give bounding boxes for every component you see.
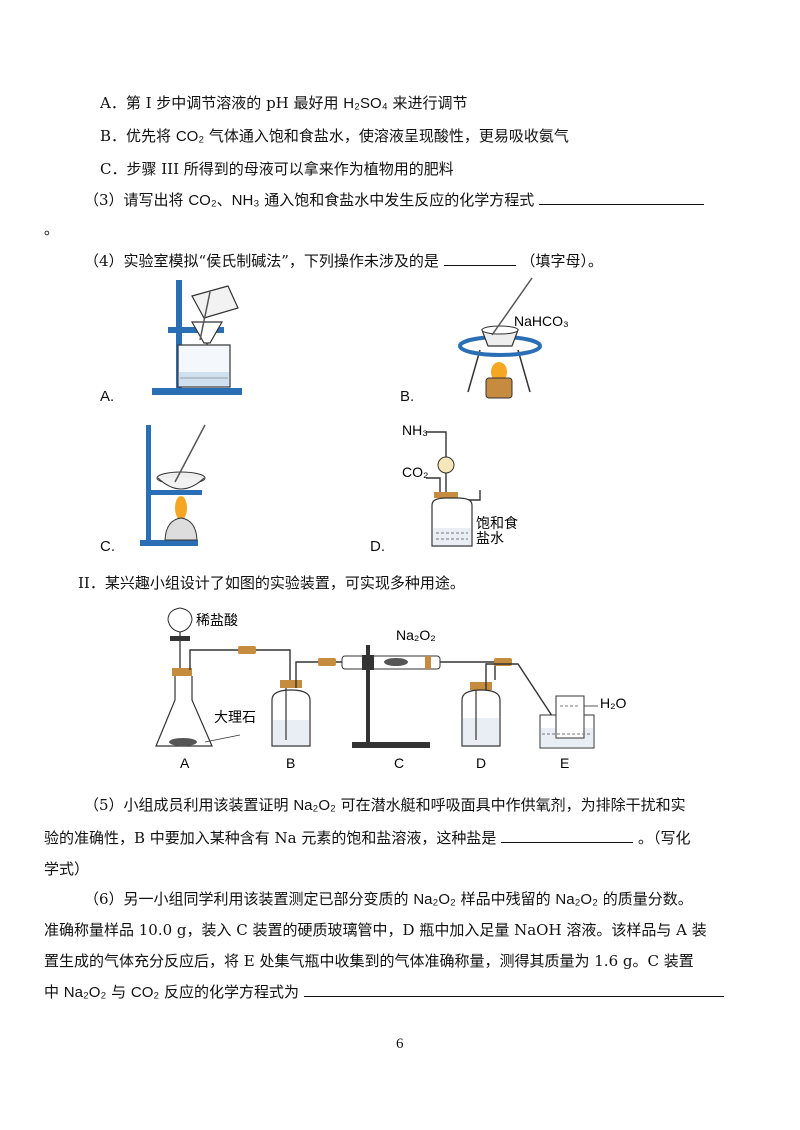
fig-label-c: C. — [100, 538, 115, 555]
option-a-formula: H₂SO₄ — [343, 95, 388, 112]
apparatus-c — [341, 645, 512, 748]
q6-formula-1: Na₂O₂ — [413, 891, 456, 908]
option-b-formula: CO₂ — [175, 128, 205, 145]
q5-text: （5）小组成员利用该装置证明 — [84, 796, 289, 814]
question-5-line-3: 学式） — [44, 860, 90, 878]
experiment-apparatus: 稀盐酸 大理石 Na₂O₂ H₂O A B C D E — [155, 607, 627, 771]
acid-label: 稀盐酸 — [196, 613, 238, 629]
q3-text-end: 通入饱和食盐水中发生反应的化学方程式 — [264, 191, 535, 209]
figure-a-filtration — [152, 280, 242, 395]
marble-label: 大理石 — [214, 710, 256, 726]
option-a-text-end: 来进行调节 — [392, 94, 468, 112]
water-label: H₂O — [600, 695, 627, 711]
question-6-line-1: （6）另一小组同学利用该装置测定已部分变质的 Na₂O₂ 样品中残留的 Na₂O… — [84, 888, 693, 911]
q3-tail: 。 — [44, 220, 60, 238]
option-c-text: C．步骤 III 所得到的母液可以拿来作为植物用的肥料 — [100, 160, 454, 178]
q3-formula: CO₂、NH₃ — [188, 192, 260, 209]
label-d: D — [476, 755, 486, 771]
label-e: E — [560, 755, 569, 771]
apparatus-d — [461, 663, 561, 747]
q3-answer-blank[interactable] — [539, 190, 705, 205]
question-3: （3）请写出将 CO₂、NH₃ 通入饱和食盐水中发生反应的化学方程式 — [84, 189, 705, 212]
label-a: A — [180, 755, 190, 771]
label-b: B — [286, 755, 295, 771]
q5-line-2-text: 验的准确性，B 中要加入某种含有 Na 元素的饱和盐溶液，这种盐是 — [44, 829, 497, 847]
option-a-text: A．第 I 步中调节溶液的 pH 最好用 — [100, 94, 339, 112]
d-brine-label-1: 饱和食 — [476, 515, 518, 532]
question-5-line-2: 验的准确性，B 中要加入某种含有 Na 元素的饱和盐溶液，这种盐是 。（写化 — [44, 827, 690, 849]
option-c: C．步骤 III 所得到的母液可以拿来作为植物用的肥料 — [100, 158, 454, 180]
question-6-line-4: 中 Na₂O₂ 与 CO₂ 反应的化学方程式为 — [44, 981, 724, 1004]
figure-c-heating — [140, 424, 206, 546]
option-b: B．优先将 CO₂ 气体通入饱和食盐水，使溶液呈现酸性，更易吸收氨气 — [100, 125, 569, 148]
q6-line-4-text: 中 — [44, 983, 60, 1001]
q4-answer-blank[interactable] — [443, 251, 516, 266]
q6-formula-3: Na₂O₂ — [63, 984, 107, 1001]
q3-text: （3）请写出将 — [84, 191, 184, 209]
page-number: 6 — [396, 1036, 404, 1052]
q6-line-4-text-3: 反应的化学方程式为 — [163, 983, 299, 1001]
q6-answer-blank[interactable] — [303, 982, 724, 997]
q6-formula-2: Na₂O₂ — [555, 891, 598, 908]
option-a: A．第 I 步中调节溶液的 pH 最好用 H₂SO₄ 来进行调节 — [100, 92, 468, 115]
question-5-line-1: （5）小组成员利用该装置证明 Na₂O₂ 可在潜水艇和呼吸面具中作供氧剂，为排除… — [84, 794, 686, 817]
b-reagent-label: NaHCO₃ — [514, 313, 569, 329]
q6-formula-4: CO₂ — [130, 984, 160, 1001]
figure-d-gas-absorption — [426, 431, 481, 547]
na2o2-label: Na₂O₂ — [396, 627, 436, 643]
option-b-text: B．优先将 — [100, 127, 172, 145]
q6-text: （6）另一小组同学利用该装置测定已部分变质的 — [84, 890, 409, 908]
q6-text-2: 样品中残留的 — [460, 890, 551, 908]
apparatus-e — [539, 695, 598, 749]
q5-text-cont: 可在潜水艇和呼吸面具中作供氧剂，为排除干扰和实 — [340, 796, 686, 814]
q6-text-3: 的质量分数。 — [602, 890, 693, 908]
apparatus-b — [271, 658, 350, 747]
question-6-line-2: 准确称量样品 10.0 g，装入 C 装置的硬质玻璃管中，D 瓶中加入足量 Na… — [44, 921, 707, 939]
fig-label-a: A. — [100, 388, 115, 405]
question-4: （4）实验室模拟“侯氏制碱法”，下列操作未涉及的是 （填字母）。 — [84, 250, 603, 272]
q4-text-end: （填字母）。 — [520, 252, 603, 270]
apparatus-a — [155, 607, 291, 747]
q5-line-2-end: 。（写化 — [637, 829, 691, 847]
d-co2-label: CO₂ — [402, 464, 428, 480]
fig-label-b: B. — [400, 388, 415, 405]
label-c: C — [394, 755, 404, 771]
q6-line-4-text-2: 与 — [111, 983, 127, 1001]
d-nh3-label: NH₃ — [402, 422, 428, 438]
figure-b-evaporation — [458, 277, 542, 399]
section-2-title: II．某兴趣小组设计了如图的实验装置，可实现多种用途。 — [78, 574, 465, 592]
q5-answer-blank[interactable] — [501, 828, 634, 843]
question-6-line-3: 置生成的气体充分反应后，将 E 处集气瓶中收集到的气体准确称量，测得其质量为 1… — [44, 952, 694, 970]
q4-figures: NaHCO₃ NH₃ CO₂ 饱和食 盐水 — [140, 277, 569, 547]
d-brine-label-2: 盐水 — [476, 531, 504, 547]
option-b-text-end: 气体通入饱和食盐水，使溶液呈现酸性，更易吸收氨气 — [208, 127, 569, 145]
fig-label-d: D. — [370, 538, 385, 555]
q4-text: （4）实验室模拟“侯氏制碱法”，下列操作未涉及的是 — [84, 252, 439, 270]
q5-formula: Na₂O₂ — [293, 797, 336, 814]
